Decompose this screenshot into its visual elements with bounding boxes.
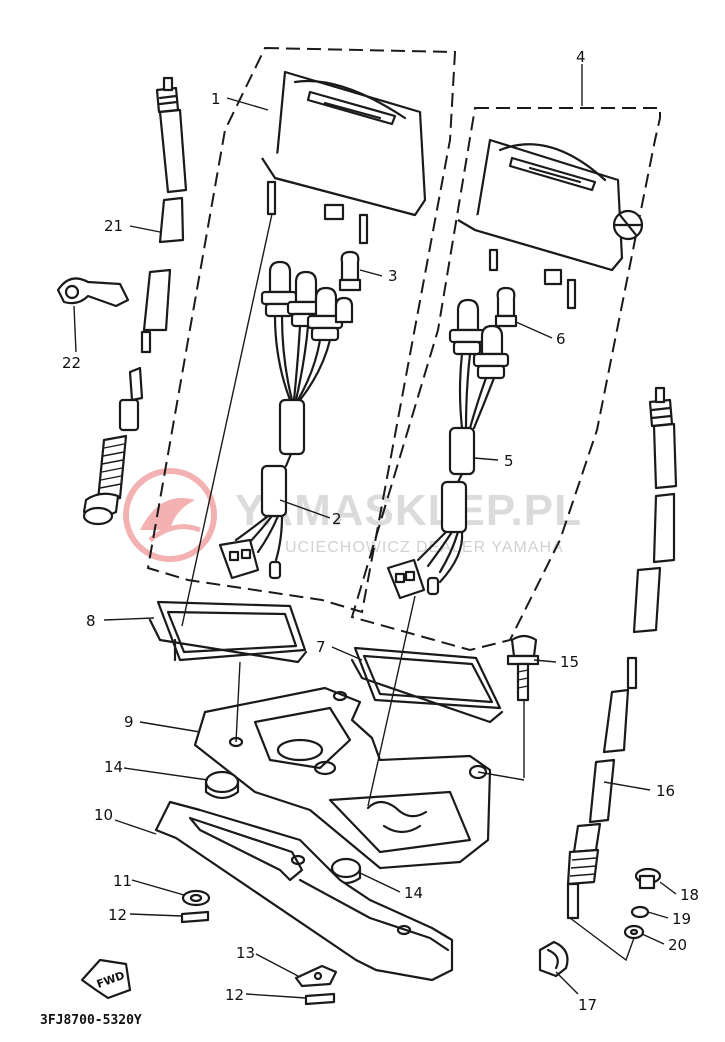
- grommet-14-left: [204, 770, 240, 800]
- callout-14-left: 14: [104, 758, 123, 776]
- callout-15: 15: [560, 653, 579, 671]
- callout-6: 6: [556, 330, 566, 348]
- callout-8: 8: [86, 612, 96, 630]
- callout-2: 2: [332, 510, 342, 528]
- callout-22: 22: [62, 354, 81, 372]
- fwd-arrow: FWD: [80, 958, 132, 1000]
- callout-12-upper: 12: [108, 906, 127, 924]
- callout-4: 4: [576, 48, 586, 66]
- bulb-3: [338, 250, 362, 292]
- watermark-brand: YAMASKLEP.PL: [235, 486, 582, 535]
- bolt-15: [506, 634, 540, 702]
- tachometer-harness: [386, 298, 510, 600]
- speedometer-harness: [218, 260, 354, 580]
- tachometer-housing: [457, 138, 644, 310]
- clip-12-lower: [304, 992, 336, 1006]
- speedometer-housing: [261, 70, 427, 245]
- group-outline-meter-4: [350, 107, 661, 652]
- plate-13: [294, 964, 338, 988]
- callout-16: 16: [656, 782, 675, 800]
- callout-17: 17: [578, 996, 597, 1014]
- washer-11: [181, 889, 211, 907]
- callout-3: 3: [388, 267, 398, 285]
- watermark-subtitle: UCIECHOWICZ DEALER YAMAHA: [285, 539, 564, 556]
- callout-1: 1: [211, 90, 221, 108]
- callout-12-lower: 12: [225, 986, 244, 1004]
- callout-numbers: 1 2 3 4 5 6 7 8 9 10 11 12 12 13 14 14 1…: [62, 48, 699, 1014]
- callout-18: 18: [680, 886, 699, 904]
- speedometer-cable: [82, 76, 188, 526]
- meter-bracket-9: [193, 686, 492, 870]
- screw-18: [634, 867, 662, 890]
- clip-12-upper: [180, 910, 210, 924]
- washer-20: [623, 924, 645, 940]
- group-outline-meter-1: [146, 46, 457, 614]
- clamp-17: [538, 940, 569, 978]
- washer-19: [630, 905, 650, 919]
- watermark-logo: [123, 468, 217, 562]
- callout-19: 19: [672, 910, 691, 928]
- tachometer-cable: [566, 386, 678, 920]
- callout-13: 13: [236, 944, 255, 962]
- assembly-lines: [181, 213, 635, 962]
- watermark: YAMASKLEP.PL UCIECHOWICZ DEALER YAMAHA: [123, 468, 582, 562]
- callout-5: 5: [504, 452, 514, 470]
- callout-20: 20: [668, 936, 687, 954]
- meter-cover-10: [154, 800, 454, 982]
- cable-bracket: [56, 277, 130, 308]
- callout-7: 7: [316, 638, 326, 656]
- gasket-8: [148, 600, 308, 664]
- callout-10: 10: [94, 806, 113, 824]
- bulb-6: [494, 286, 518, 328]
- callout-21: 21: [104, 217, 123, 235]
- callout-leaders: [73, 64, 677, 999]
- callout-14-right: 14: [404, 884, 423, 902]
- part-code: 3FJ8700-5320Y: [40, 1013, 142, 1028]
- callout-9: 9: [124, 713, 134, 731]
- callout-11: 11: [113, 872, 132, 890]
- gasket-7: [350, 646, 504, 724]
